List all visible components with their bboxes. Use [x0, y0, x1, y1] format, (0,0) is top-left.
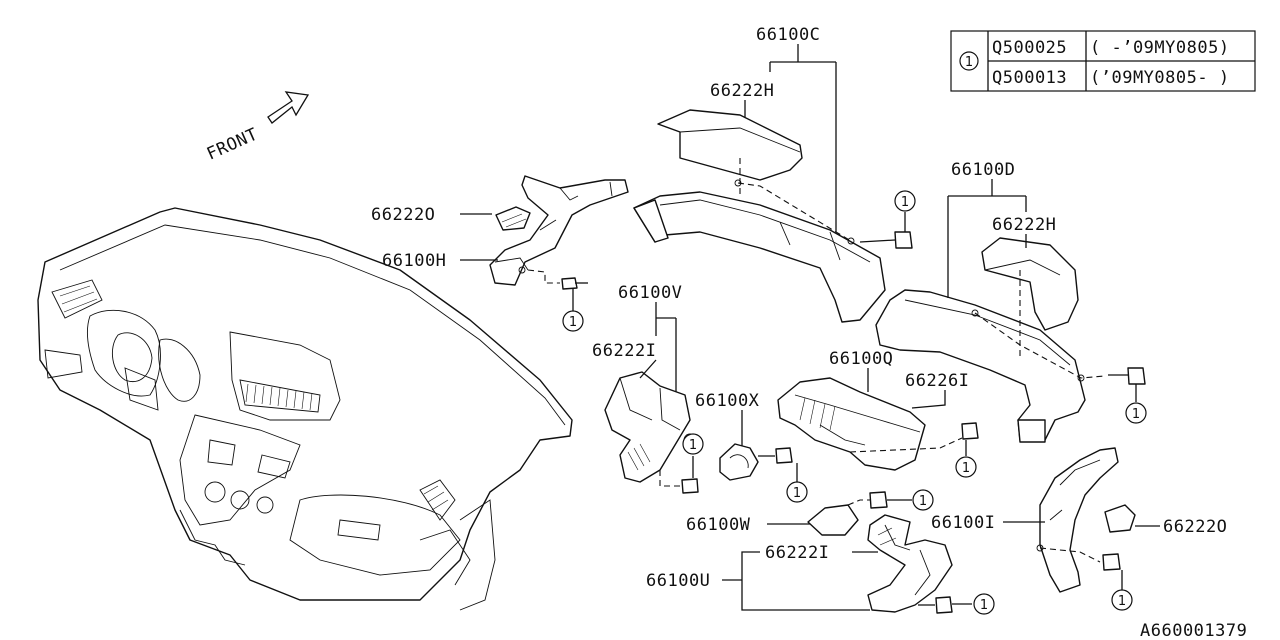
label-66100V: 66100V [618, 283, 682, 303]
front-label: FRONT [204, 124, 261, 164]
front-arrow-icon [267, 91, 310, 124]
svg-text:1: 1 [901, 195, 909, 210]
legend-table: 1 Q500025 ( -’09MY0805) Q500013 (’09MY08… [950, 30, 1256, 92]
legend-row-2-part: Q500013 [992, 68, 1067, 88]
part-66100C [633, 179, 886, 323]
svg-text:1: 1 [962, 461, 970, 476]
label-66100U: 66100U [646, 571, 710, 591]
part-labels: 66100C 66222H 66100D 66222H 66222Ο 66100… [371, 25, 1247, 640]
label-66222O-right: 66222Ο [1163, 517, 1227, 537]
svg-text:1: 1 [1118, 594, 1126, 609]
part-66100Q: 1 [777, 377, 979, 478]
label-66100I: 66100I [931, 513, 995, 533]
legend-row-2-range: (’09MY0805- ) [1090, 68, 1230, 88]
part-66222O-right [1104, 504, 1136, 533]
instrument-panel [37, 207, 573, 611]
legend-callout-number: 1 [965, 55, 973, 70]
label-66100W: 66100W [686, 515, 751, 535]
part-66100H: 1 [489, 175, 629, 332]
callout-circle [562, 310, 584, 332]
label-66100Q: 66100Q [829, 349, 893, 369]
label-66226I: 66226I [905, 371, 969, 391]
part-66222H-top [657, 109, 803, 181]
part-66222O-left [495, 206, 531, 231]
screw-66100C: 1 [859, 190, 916, 249]
label-66222H-right: 66222H [992, 215, 1056, 235]
leader-lines [460, 44, 1160, 611]
part-66100D [875, 289, 1086, 443]
screw-66100D: 1 [1108, 367, 1147, 424]
label-66222I-low: 66222I [765, 543, 829, 563]
part-66100W: 1 [807, 489, 934, 536]
svg-text:1: 1 [793, 486, 801, 501]
legend-row-1-part: Q500025 [992, 38, 1067, 58]
part-66100V: 1 [604, 371, 704, 494]
svg-text:1: 1 [980, 598, 988, 613]
leader-66100C-dash [737, 182, 852, 242]
callout-number: 1 [569, 315, 577, 330]
svg-text:1: 1 [1132, 407, 1140, 422]
legend-callout-circle [959, 51, 979, 71]
part-66100X: 1 [719, 443, 808, 503]
label-66100D: 66100D [951, 160, 1015, 180]
label-66100X: 66100X [695, 391, 760, 411]
label-66222I-mid: 66222I [592, 341, 656, 361]
label-66222H-top: 66222H [710, 81, 774, 101]
label-66222O-left: 66222Ο [371, 205, 435, 225]
legend-row-1-range: ( -’09MY0805) [1090, 38, 1230, 58]
part-66100U: 1 [867, 514, 995, 615]
part-66100I: 1 [1036, 447, 1133, 611]
label-66100H: 66100H [382, 251, 446, 271]
document-number: A660001379 [1140, 621, 1247, 640]
svg-text:1: 1 [689, 438, 697, 453]
svg-text:1: 1 [919, 494, 927, 509]
part-66222H-right [981, 237, 1079, 331]
label-66100C: 66100C [756, 25, 820, 45]
front-indicator: FRONT [204, 91, 310, 165]
